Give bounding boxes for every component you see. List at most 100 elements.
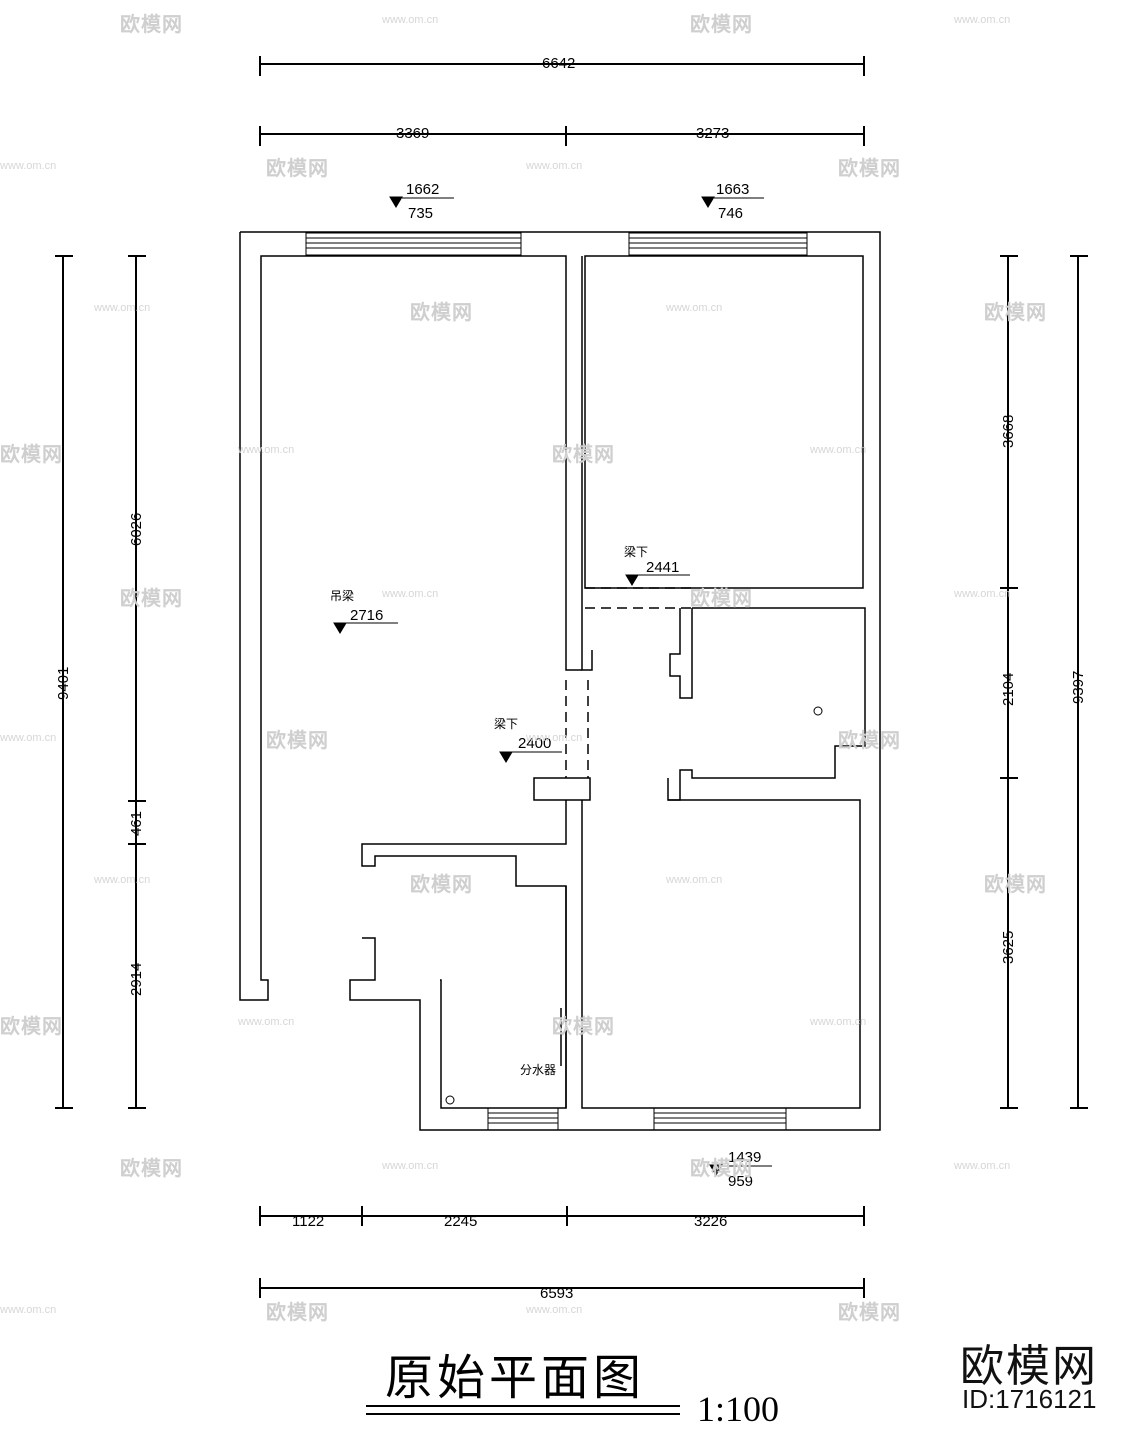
watermark-url: www.om.cn (94, 874, 151, 886)
window-mark-1-bottom: 735 (408, 205, 433, 222)
walls (239, 231, 881, 1131)
manifold-label: 分水器 (520, 1063, 556, 1077)
watermark: 欧模网 (410, 300, 473, 324)
lower-right-room (581, 799, 861, 1109)
brand-logo: 欧模网 (960, 1341, 1098, 1392)
watermark-url: www.om.cn (954, 14, 1011, 26)
watermark: 欧模网 (690, 1156, 753, 1180)
watermark-url: www.om.cn (954, 588, 1011, 600)
watermark: 欧模网 (266, 1300, 329, 1324)
window-mark-3-top: 1439 (728, 1149, 761, 1166)
dim-right-3: 3625 (1000, 931, 1017, 964)
level-mark-2-value: 2716 (350, 607, 383, 624)
dimension-line-top-overall (259, 56, 865, 76)
dimension-line-right-split (1000, 255, 1018, 1109)
marker-triangle-icon (499, 751, 513, 763)
watermark-url: www.om.cn (526, 732, 583, 744)
level-mark-1-value: 2441 (646, 559, 679, 576)
window-top-left (305, 232, 522, 256)
watermark-url: www.om.cn (954, 1160, 1011, 1172)
watermark-url: www.om.cn (810, 444, 867, 456)
watermark-url: www.om.cn (666, 302, 723, 314)
window-mark-2-bottom: 746 (718, 205, 743, 222)
watermark: 欧模网 (690, 12, 753, 36)
watermark-url: www.om.cn (94, 302, 151, 314)
watermark-url: www.om.cn (238, 1016, 295, 1028)
drawing-scale: 1:100 (697, 1389, 780, 1429)
dimension-line-left-overall (55, 255, 73, 1109)
watermark: 欧模网 (0, 1014, 63, 1038)
watermark: 欧模网 (552, 442, 615, 466)
watermark: 欧模网 (266, 156, 329, 180)
dim-bottom-overall: 6593 (540, 1285, 573, 1302)
corridor-block (533, 777, 591, 801)
window-bottom-right (653, 1107, 787, 1131)
dim-right-1: 3668 (1000, 415, 1017, 448)
level-mark-1-label: 梁下 (624, 544, 648, 559)
marker-triangle-icon (701, 196, 715, 208)
watermark: 欧模网 (120, 12, 183, 36)
dimension-line-left-split (128, 255, 146, 1109)
middle-right-room (667, 607, 866, 801)
model-id: ID:1716121 (962, 1384, 1097, 1414)
dashed-openings (565, 587, 692, 778)
watermark: 欧模网 (120, 586, 183, 610)
watermark: 欧模网 (838, 156, 901, 180)
dimension-line-top-split (259, 126, 865, 146)
marker-triangle-icon (709, 1164, 723, 1176)
watermark: 欧模网 (410, 872, 473, 896)
dim-top-overall: 6642 (542, 55, 575, 72)
floor-drain-icon (813, 706, 823, 716)
dim-top-right: 3273 (696, 125, 729, 142)
level-mark-3-value: 2400 (518, 735, 551, 752)
watermark-url: www.om.cn (0, 160, 57, 172)
dim-left-3: 2914 (128, 963, 145, 996)
middle-right-notch (669, 608, 693, 699)
watermark: 欧模网 (0, 442, 63, 466)
level-mark-2-label: 吊梁 (330, 588, 354, 603)
elevation-markers (333, 196, 772, 1176)
window-bottom-left (487, 1107, 559, 1131)
left-wall-end (239, 232, 582, 1001)
dim-bottom-3: 3226 (694, 1213, 727, 1230)
watermark-url: www.om.cn (382, 14, 439, 26)
dim-right-2: 2104 (1000, 673, 1017, 706)
dim-left-2: 461 (128, 811, 145, 836)
watermark-url: www.om.cn (666, 874, 723, 886)
watermark-url: www.om.cn (382, 1160, 439, 1172)
watermark-url: www.om.cn (238, 444, 295, 456)
watermark: 欧模网 (552, 1014, 615, 1038)
title-underline (366, 1405, 680, 1415)
upper-right-room (584, 255, 864, 589)
dim-bottom-2: 2245 (444, 1213, 477, 1230)
watermark-url: www.om.cn (810, 1016, 867, 1028)
window-mark-1-top: 1662 (406, 181, 439, 198)
watermark: 欧模网 (838, 728, 901, 752)
dimension-line-bottom-split (259, 1206, 865, 1226)
watermark: 欧模网 (120, 1156, 183, 1180)
dimension-line-bottom-overall (259, 1278, 865, 1298)
watermark-url: www.om.cn (526, 1304, 583, 1316)
dim-left-overall: 9401 (55, 667, 72, 700)
watermark: 欧模网 (984, 872, 1047, 896)
dim-left-1: 6026 (128, 513, 145, 546)
center-column (581, 256, 593, 671)
floor-drain-icon (445, 1095, 455, 1105)
watermark-url: www.om.cn (0, 732, 57, 744)
dim-bottom-1: 1122 (292, 1213, 324, 1230)
dimension-line-right-overall (1070, 255, 1088, 1109)
marker-triangle-icon (333, 622, 347, 634)
watermark: 欧模网 (984, 300, 1047, 324)
watermark: 欧模网 (266, 728, 329, 752)
marker-triangle-icon (389, 196, 403, 208)
drawing-title: 原始平面图 (385, 1350, 646, 1406)
lower-left-wall (361, 800, 567, 1109)
watermark-url: www.om.cn (382, 588, 439, 600)
window-mark-3-bottom: 959 (728, 1173, 753, 1190)
window-top-right (628, 232, 808, 256)
watermark-url: www.om.cn (526, 160, 583, 172)
outer-wall (240, 231, 881, 1131)
watermark-url: www.om.cn (0, 1304, 57, 1316)
windows (305, 232, 808, 1131)
